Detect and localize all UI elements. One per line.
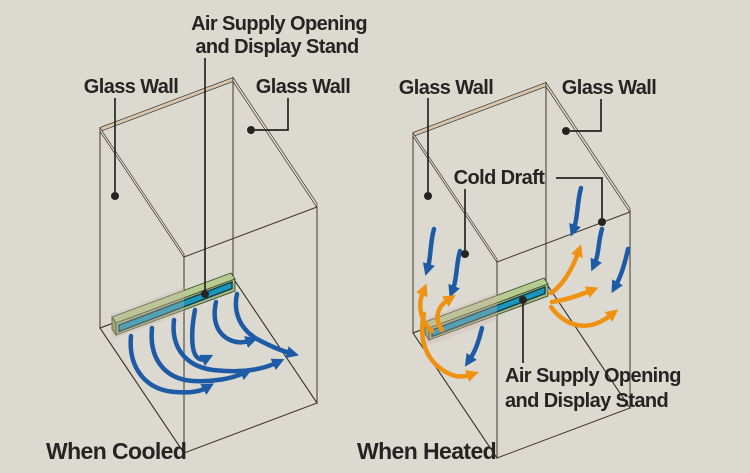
cold-air-arrow [464, 325, 485, 367]
floor [99, 277, 318, 454]
air-supply-label-line2: and Display Stand [195, 36, 358, 58]
wall-top-edge [545, 81, 631, 214]
warm-air-arrow [548, 244, 583, 296]
open-rim-edge [496, 211, 631, 263]
cold-air-arrow [149, 325, 253, 384]
leader-dot [111, 192, 119, 200]
glass-wall-left-label: Glass Wall [84, 76, 178, 98]
leader-dot [247, 126, 255, 134]
leader-lines [111, 58, 289, 298]
cold-air-arrow [233, 291, 299, 359]
cold-air-arrow [448, 248, 463, 298]
leader-dot [519, 296, 527, 304]
leader-dot [598, 218, 606, 226]
cold-draft-label: Cold Draft [454, 167, 546, 189]
cold-air-arrow [128, 333, 215, 395]
cold-air-arrow [569, 185, 584, 237]
cold-air-arrow [189, 307, 214, 366]
cold-draft-arrows [422, 185, 631, 367]
when-heated-diagram: Glass Wall Glass Wall Cold Draft Air Sup… [357, 77, 681, 464]
glass-wall-left-label: Glass Wall [399, 77, 493, 99]
warm-air-arrow [419, 311, 479, 382]
glass-wall-right-label: Glass Wall [562, 77, 656, 99]
leader-dot [424, 192, 432, 200]
wall-top-edge [99, 126, 185, 259]
caption-when-heated: When Heated [357, 438, 496, 464]
air-supply-label-line1: Air Supply Opening [191, 13, 367, 35]
leader-line [255, 98, 289, 131]
air-supply-bar [424, 277, 549, 342]
glass-wall-right [545, 84, 631, 410]
cold-air-arrow [590, 226, 605, 272]
leader-dot [461, 250, 469, 258]
warm-air-arrow [548, 304, 619, 328]
warm-air-arrow [549, 286, 599, 305]
leader-dot [562, 127, 570, 135]
glass-tint-overlay [424, 292, 497, 347]
cold-air-arrows [128, 291, 299, 395]
warm-air-arrow [435, 295, 456, 333]
glass-wall-right-label: Glass Wall [256, 76, 350, 98]
leader-lines [424, 98, 606, 363]
warm-air-arrows [416, 244, 619, 382]
bar-end-cap [111, 315, 117, 337]
cold-air-arrow [422, 226, 437, 276]
leader-line [556, 177, 603, 218]
cold-air-arrow [611, 246, 631, 294]
open-rim-edge [183, 206, 318, 258]
leader-line [570, 99, 602, 132]
when-cooled-diagram: Air Supply Opening and Display Stand Gla… [46, 13, 368, 464]
glass-tint-overlay [111, 287, 184, 340]
air-supply-label-line1: Air Supply Opening [505, 365, 681, 387]
caption-when-cooled: When Cooled [46, 438, 186, 464]
cold-air-arrow [171, 317, 285, 374]
warm-air-arrow [416, 283, 435, 334]
leader-dot [201, 290, 209, 298]
bar-opening [431, 285, 546, 338]
air-supply-label-line2: and Display Stand [505, 390, 668, 412]
cold-air-arrow [212, 299, 258, 348]
